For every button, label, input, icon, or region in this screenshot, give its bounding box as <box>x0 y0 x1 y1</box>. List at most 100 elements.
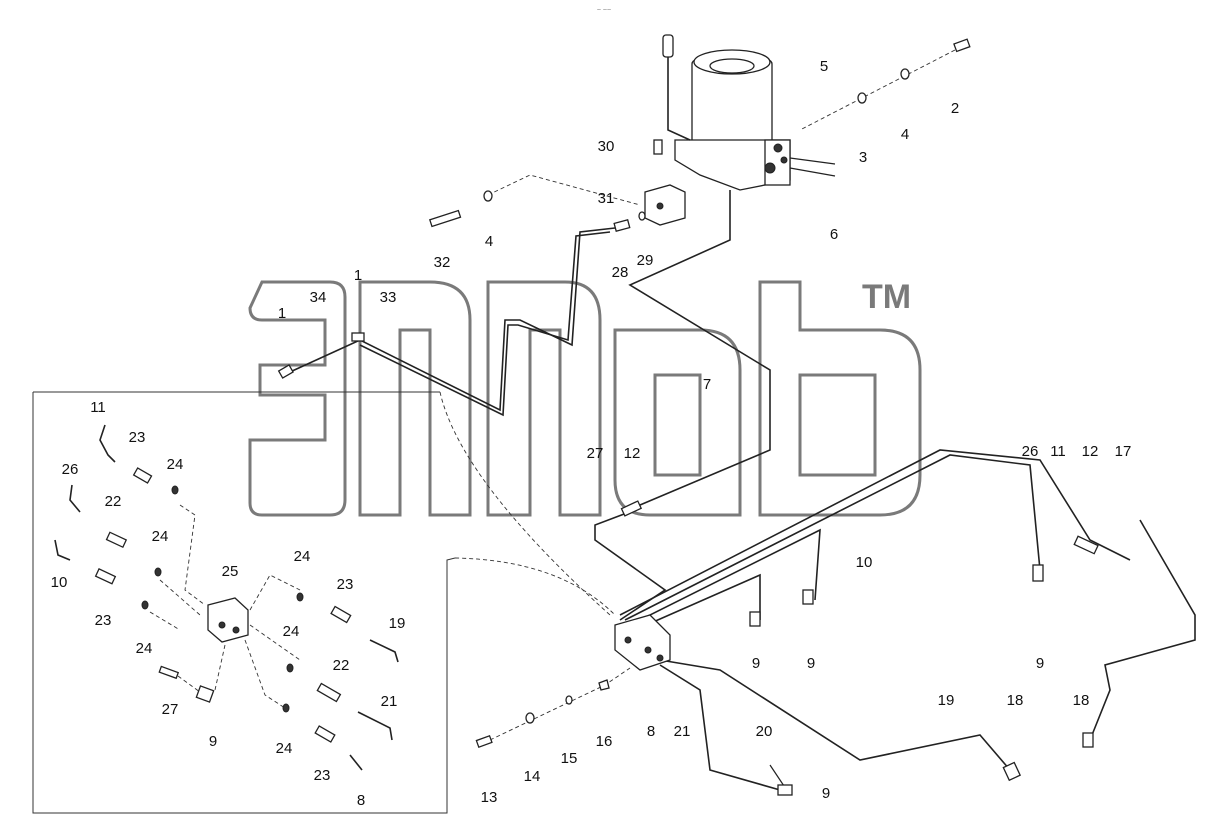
bolt-2 <box>799 38 971 131</box>
fitting-10b <box>802 589 814 605</box>
detail-parts <box>54 424 399 771</box>
callout-9b: 9 <box>807 655 815 672</box>
callout-18b: 18 <box>1073 692 1090 709</box>
callout-18a: 18 <box>1007 692 1024 709</box>
callout-1b: 1 <box>278 305 286 322</box>
detail-leader-1 <box>439 391 611 616</box>
callout-27b: 27 <box>162 701 179 718</box>
washer-3 <box>857 92 867 104</box>
callout-27a: 27 <box>587 445 604 462</box>
fitting-12b <box>1073 535 1099 555</box>
block-31 <box>613 139 686 232</box>
watermark-tm: TM <box>862 278 911 316</box>
callout-24d: 24 <box>283 623 300 640</box>
bolt-13 <box>475 734 493 748</box>
nut-16 <box>598 679 610 691</box>
callout-16: 16 <box>596 733 613 750</box>
callout-9c: 9 <box>1036 655 1044 672</box>
callout-20: 20 <box>756 723 773 740</box>
pipe-21 <box>659 664 781 791</box>
pipe-7 <box>628 190 771 506</box>
callout-8b: 8 <box>357 792 365 809</box>
callout-24c: 24 <box>294 548 311 565</box>
callout-10b: 10 <box>51 574 68 591</box>
leader-13-16 <box>489 667 631 741</box>
fitting-1b <box>351 332 365 342</box>
pipe-bundle-c <box>634 573 761 631</box>
callout-12a: 12 <box>624 445 641 462</box>
leader-31 <box>487 174 641 206</box>
detail-frame <box>32 391 456 814</box>
fitting-26b <box>1032 564 1044 582</box>
callout-23b: 23 <box>337 576 354 593</box>
callout-4: 4 <box>901 126 909 143</box>
header-tiny-text: ~ ~~ <box>597 7 611 14</box>
pipe-33 <box>289 227 616 412</box>
callout-21a: 21 <box>674 723 691 740</box>
fitting-9a <box>749 611 761 627</box>
callout-9a: 9 <box>752 655 760 672</box>
callout-6: 6 <box>830 226 838 243</box>
callout-9d: 9 <box>822 785 830 802</box>
callout-1a: 1 <box>354 267 362 284</box>
pipe-bundle-a <box>624 454 1041 621</box>
callout-15: 15 <box>561 750 578 767</box>
callout-23d: 23 <box>314 767 331 784</box>
callout-31: 31 <box>598 190 615 207</box>
pipe-17 <box>1089 519 1196 741</box>
callout-25: 25 <box>222 563 239 580</box>
elbow-9-20 <box>777 784 793 796</box>
callout-7: 7 <box>703 376 711 393</box>
callout-17: 17 <box>1115 443 1132 460</box>
pipe-33b <box>359 231 611 417</box>
pipe-19 <box>659 659 1011 771</box>
callout-21b: 21 <box>381 693 398 710</box>
callout-3: 3 <box>859 149 867 166</box>
pipe-27 <box>594 507 667 621</box>
washer-15 <box>565 695 573 705</box>
callout-32: 32 <box>434 254 451 271</box>
fitting-12a <box>620 500 643 517</box>
callout-19b: 19 <box>389 615 406 632</box>
callout-24a: 24 <box>167 456 184 473</box>
bolt-32 <box>428 209 462 228</box>
watermark-logo: TM <box>248 278 922 517</box>
callout-23c: 23 <box>95 612 112 629</box>
callout-29: 29 <box>637 252 654 269</box>
washer-4b <box>483 190 493 202</box>
callout-22a: 22 <box>105 493 122 510</box>
washer-14 <box>525 712 535 724</box>
callout-labels: 5 2 3 4 6 30 31 4 32 28 29 1 34 33 1 7 2… <box>51 58 1132 809</box>
callout-28: 28 <box>612 264 629 281</box>
callout-9e: 9 <box>209 733 217 750</box>
callout-26a: 26 <box>1022 443 1039 460</box>
detail-leader-2 <box>454 557 616 616</box>
callout-8a: 8 <box>647 723 655 740</box>
lubrication-pump <box>662 34 791 191</box>
pipe-bundle-b <box>629 528 821 626</box>
callout-26b: 26 <box>62 461 79 478</box>
callout-30: 30 <box>598 138 615 155</box>
callout-14: 14 <box>524 768 541 785</box>
callout-5: 5 <box>820 58 828 75</box>
callout-19a: 19 <box>938 692 955 709</box>
washer-4a <box>900 68 910 80</box>
callout-11a: 11 <box>1050 443 1066 460</box>
callout-13: 13 <box>481 789 498 806</box>
callout-24f: 24 <box>276 740 293 757</box>
callout-34: 34 <box>310 289 327 306</box>
callout-23a: 23 <box>129 429 146 446</box>
callout-33: 33 <box>380 289 397 306</box>
callout-11b: 11 <box>90 399 106 416</box>
callout-12b: 12 <box>1082 443 1099 460</box>
nozzle-18b <box>1082 732 1094 748</box>
callout-22b: 22 <box>333 657 350 674</box>
callout-10a: 10 <box>856 554 873 571</box>
distributor-block-8 <box>614 614 671 671</box>
studs-6 <box>789 157 836 177</box>
callout-24e: 24 <box>136 640 153 657</box>
callout-2: 2 <box>951 100 959 117</box>
callout-4b: 4 <box>485 233 493 250</box>
callout-24b: 24 <box>152 528 169 545</box>
